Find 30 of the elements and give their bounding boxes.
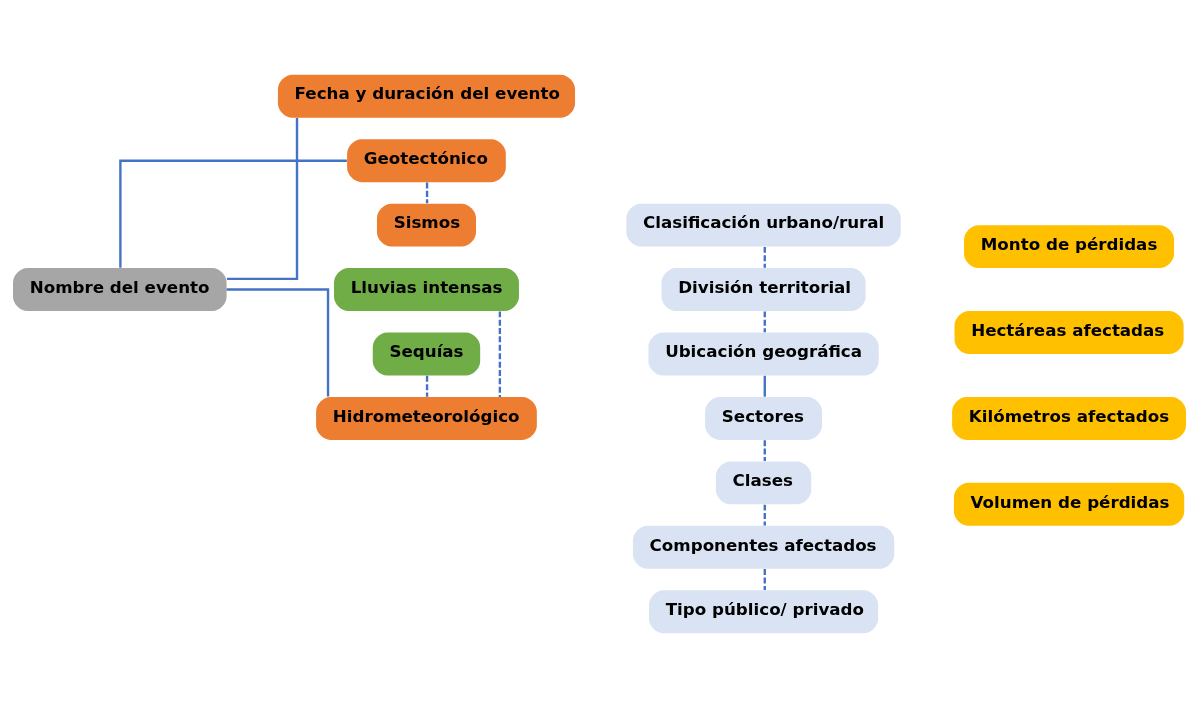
node-box: División territorial	[661, 268, 866, 312]
node-box: Clases	[715, 461, 812, 505]
node-box: Componentes afectados	[632, 525, 895, 569]
connector	[763, 375, 766, 397]
connector	[498, 311, 502, 397]
connector	[763, 440, 766, 462]
connector	[763, 311, 766, 333]
connector	[425, 182, 429, 204]
connector	[763, 246, 766, 268]
node-box: Nombre del evento	[13, 268, 227, 312]
node-box: Sismos	[376, 203, 476, 247]
node-box: Fecha y duración del evento	[277, 74, 576, 118]
connector	[763, 569, 766, 590]
node-box: Hectáreas afectadas	[954, 311, 1184, 354]
node-box: Kilómetros afectados	[952, 396, 1186, 440]
node-box: Geotectónico	[347, 139, 506, 183]
connector	[226, 117, 299, 280]
connector	[763, 504, 766, 526]
node-box: Tipo público/ privado	[649, 590, 879, 634]
node-box: Lluvias intensas	[334, 268, 519, 312]
node-box: Clasificación urbano/rural	[626, 203, 901, 247]
node-box: Ubicación geográfica	[648, 332, 879, 376]
connector	[425, 375, 429, 397]
node-box: Sectores	[705, 396, 823, 440]
node-box: Monto de pérdidas	[964, 225, 1175, 269]
node-box: Volumen de pérdidas	[953, 482, 1185, 526]
node-box: Hidrometeorológico	[316, 396, 537, 440]
connector	[226, 288, 330, 397]
connector	[119, 159, 347, 268]
node-box: Sequías	[372, 332, 481, 376]
